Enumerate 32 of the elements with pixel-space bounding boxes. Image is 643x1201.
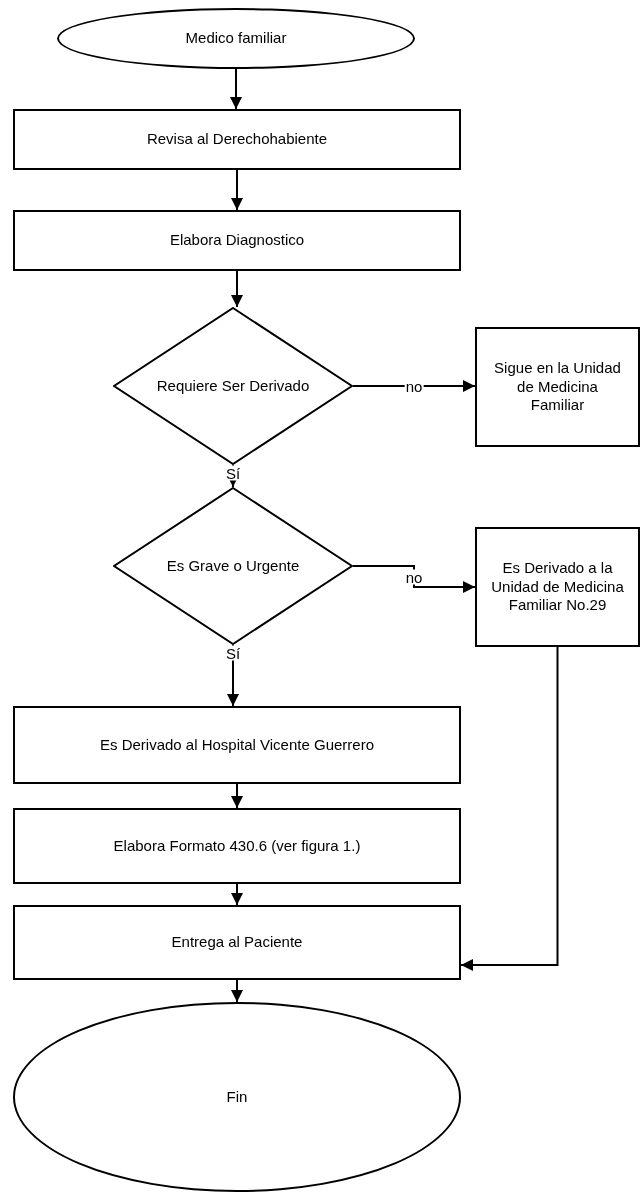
process-box bbox=[13, 905, 461, 980]
process-box bbox=[13, 109, 461, 170]
arrow bbox=[231, 979, 243, 1003]
decision-diamond bbox=[113, 487, 353, 645]
edge-label: Sí bbox=[224, 465, 242, 481]
process-box bbox=[13, 706, 461, 784]
arrow bbox=[230, 68, 242, 110]
node-text: Entrega al Paciente bbox=[171, 933, 303, 952]
edge-label: Sí bbox=[224, 645, 242, 661]
edge-label: no bbox=[404, 569, 424, 584]
node-text: Es Derivado a la Unidad de Medicina Familiar No.29 bbox=[490, 558, 625, 616]
arrow bbox=[231, 169, 243, 211]
process-box bbox=[475, 527, 640, 647]
node-text: Es Grave o Urgente bbox=[166, 556, 300, 576]
node-text: Revisa al Derechohabiente bbox=[146, 130, 328, 149]
arrow bbox=[460, 646, 559, 971]
arrow bbox=[231, 270, 243, 308]
arrow bbox=[352, 380, 476, 392]
process-box bbox=[13, 210, 461, 271]
node-text: Fin bbox=[226, 1087, 248, 1107]
node-text: Elabora Formato 430.6 (ver figura 1.) bbox=[113, 836, 361, 856]
decision-diamond bbox=[113, 307, 353, 465]
node-text: Sigue en la Unidad de Medicina Familiar bbox=[493, 358, 622, 416]
process-box bbox=[13, 808, 461, 884]
node-text: Medico familiar bbox=[185, 29, 287, 48]
arrow bbox=[231, 883, 243, 906]
arrow bbox=[352, 565, 476, 593]
node-text: Elabora Diagnostico bbox=[169, 231, 305, 250]
process-box bbox=[475, 327, 640, 447]
arrow bbox=[231, 783, 243, 809]
node-text: Es Derivado al Hospital Vicente Guerrero bbox=[100, 735, 374, 755]
node-text: Requiere Ser Derivado bbox=[156, 376, 310, 396]
